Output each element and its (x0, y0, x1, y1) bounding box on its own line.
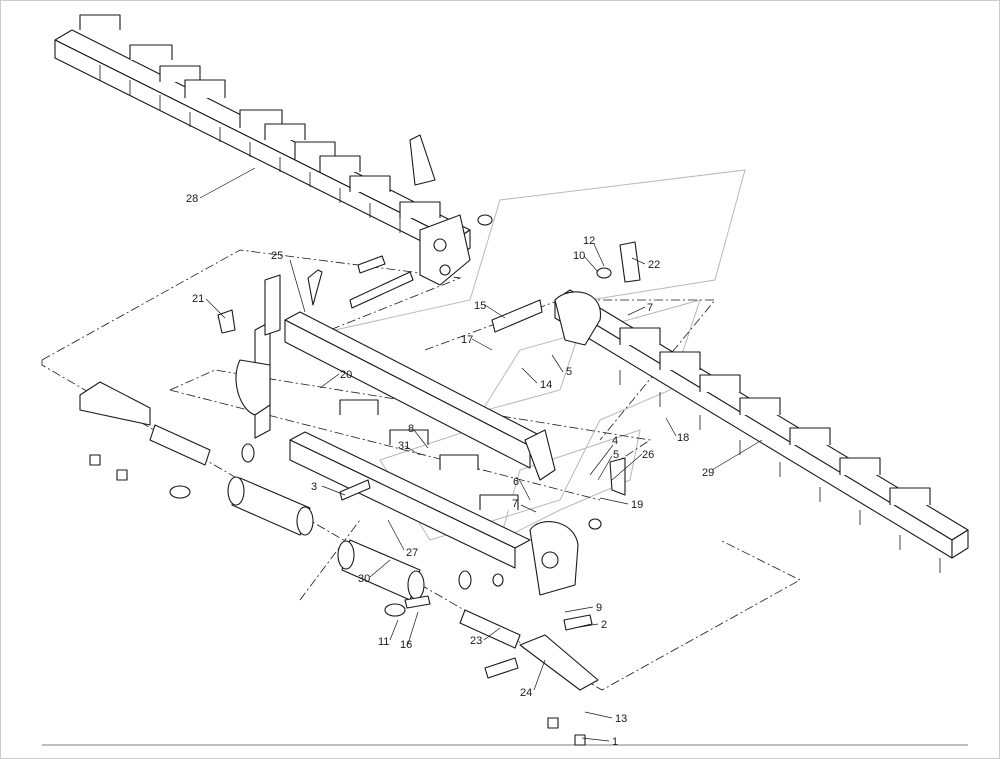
callout-17: 17 (461, 334, 473, 346)
callout-16: 16 (400, 639, 412, 651)
callout-26: 26 (642, 449, 654, 461)
callout-18: 18 (677, 432, 689, 444)
callout-5b: 5 (613, 449, 619, 461)
callout-4: 4 (612, 435, 618, 447)
callout-9: 9 (596, 602, 602, 614)
callout-29: 29 (702, 467, 714, 479)
callout-27: 27 (406, 547, 418, 559)
callout-31: 31 (398, 440, 410, 452)
callout-6: 6 (513, 476, 519, 488)
callout-10: 10 (573, 250, 585, 262)
callout-23: 23 (470, 635, 482, 647)
hitch-link-right-23 (459, 609, 599, 691)
callout-15: 15 (474, 300, 486, 312)
beam-left-28 (54, 14, 471, 259)
leader-lines (199, 167, 763, 742)
callout-12: 12 (583, 235, 595, 247)
assembly-boundaries (41, 249, 801, 691)
callout-labels: 1 2 3 4 5 5 6 7 7 8 9 10 11 12 13 14 15 … (186, 193, 714, 748)
bracket-upper-center (409, 134, 471, 286)
callout-7b: 7 (512, 498, 518, 510)
callout-24: 24 (520, 687, 532, 699)
callout-14: 14 (540, 379, 552, 391)
fasteners (89, 214, 641, 746)
hitch-link-left (79, 381, 211, 466)
cylinder-30 (227, 476, 425, 601)
callout-28: 28 (186, 193, 198, 205)
callout-5a: 5 (566, 366, 572, 378)
callout-3: 3 (311, 481, 317, 493)
callout-30: 30 (358, 573, 370, 585)
callout-1: 1 (612, 736, 618, 748)
callout-25: 25 (271, 250, 283, 262)
beam-right-29 (554, 289, 969, 573)
callout-8: 8 (408, 423, 414, 435)
main-frame-27 (235, 274, 579, 596)
callout-20: 20 (340, 369, 352, 381)
callout-21: 21 (192, 293, 204, 305)
callout-13: 13 (615, 713, 627, 725)
callout-7a: 7 (647, 302, 653, 314)
callout-22: 22 (648, 259, 660, 271)
callout-2: 2 (601, 619, 607, 631)
callout-11: 11 (378, 636, 389, 648)
callout-19: 19 (631, 499, 643, 511)
